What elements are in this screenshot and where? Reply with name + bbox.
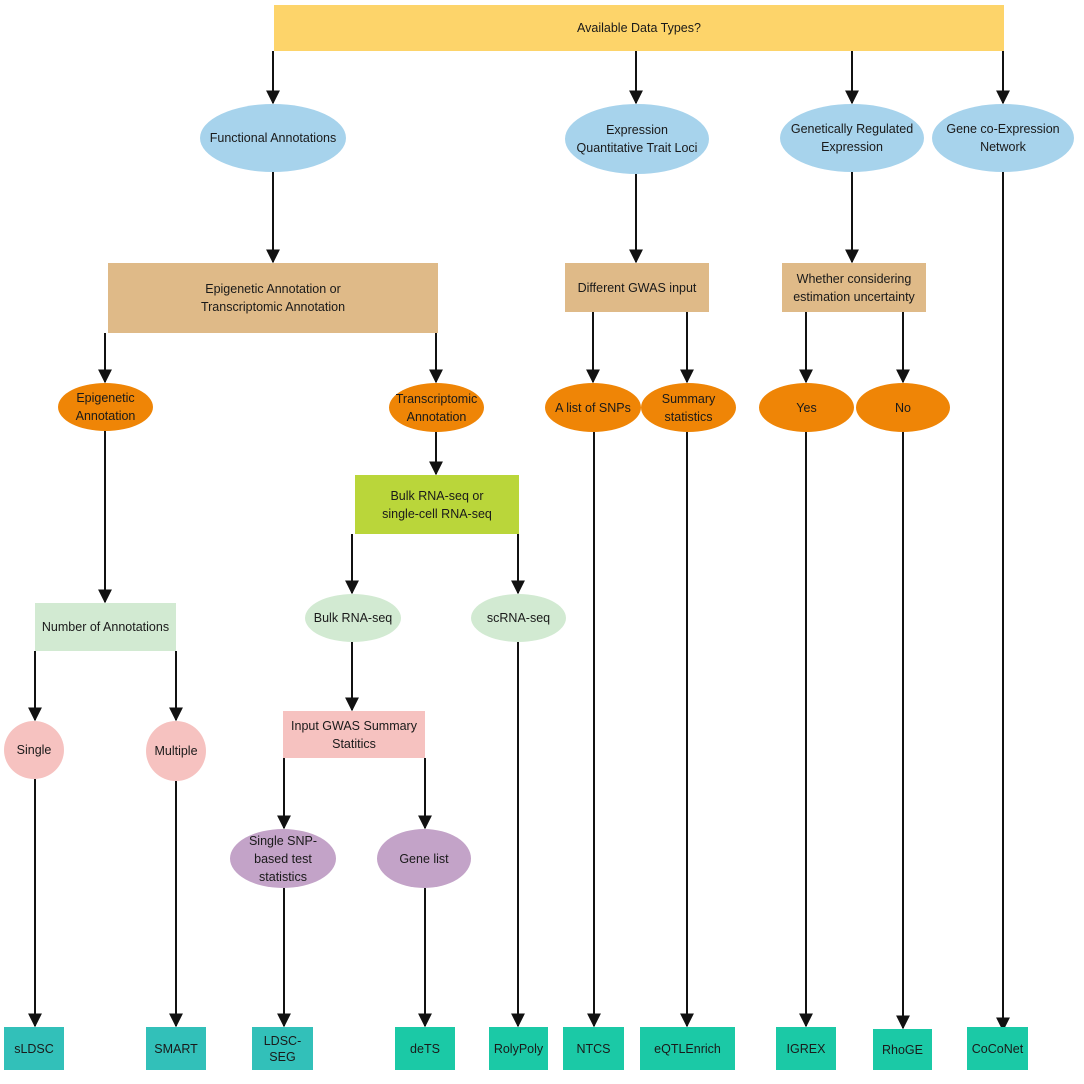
node-yes: Yes	[759, 383, 854, 432]
node-single: Single	[4, 721, 64, 779]
node-gene-list: Gene list	[377, 829, 471, 888]
node-number-of-annotations: Number of Annotations	[35, 603, 176, 651]
method-sldsc: sLDSC	[4, 1027, 64, 1070]
node-bulk-rnaseq: Bulk RNA-seq	[305, 594, 401, 642]
node-eqtl: Expression Quantitative Trait Loci	[565, 104, 709, 174]
node-list-of-snps: A list of SNPs	[545, 383, 641, 432]
node-genetically-regulated-expression: Genetically Regulated Expression	[780, 104, 924, 172]
node-single-snp-statistics: Single SNP- based test statistics	[230, 829, 336, 888]
node-bulk-or-single-cell: Bulk RNA-seq or single-cell RNA-seq	[355, 475, 519, 534]
method-igrex: IGREX	[776, 1027, 836, 1070]
node-epigenetic-annotation: Epigenetic Annotation	[58, 383, 153, 431]
method-dets: deTS	[395, 1027, 455, 1070]
node-no: No	[856, 383, 950, 432]
method-ntcs: NTCS	[563, 1027, 624, 1070]
node-multiple: Multiple	[146, 721, 206, 781]
method-rolypoly: RolyPoly	[489, 1027, 548, 1070]
method-eqtlenrich: eQTLEnrich	[640, 1027, 735, 1070]
node-estimation-uncertainty: Whether considering estimation uncertain…	[782, 263, 926, 312]
node-different-gwas-input: Different GWAS input	[565, 263, 709, 312]
method-rhoge: RhoGE	[873, 1029, 932, 1070]
node-gene-coexpression-network: Gene co-Expression Network	[932, 104, 1074, 172]
node-functional-annotations: Functional Annotations	[200, 104, 346, 172]
node-scrnaseq: scRNA-seq	[471, 594, 566, 642]
node-available-data-types: Available Data Types?	[274, 5, 1004, 51]
method-coconet: CoCoNet	[967, 1027, 1028, 1070]
node-input-gwas-summary: Input GWAS Summary Statitics	[283, 711, 425, 758]
node-epigenetic-or-transcriptomic: Epigenetic Annotation or Transcriptomic …	[108, 263, 438, 333]
method-ldsc-seg: LDSC- SEG	[252, 1027, 313, 1070]
node-transcriptomic-annotation: Transcriptomic Annotation	[389, 383, 484, 432]
method-smart: SMART	[146, 1027, 206, 1070]
node-summary-statistics: Summary statistics	[641, 383, 736, 432]
